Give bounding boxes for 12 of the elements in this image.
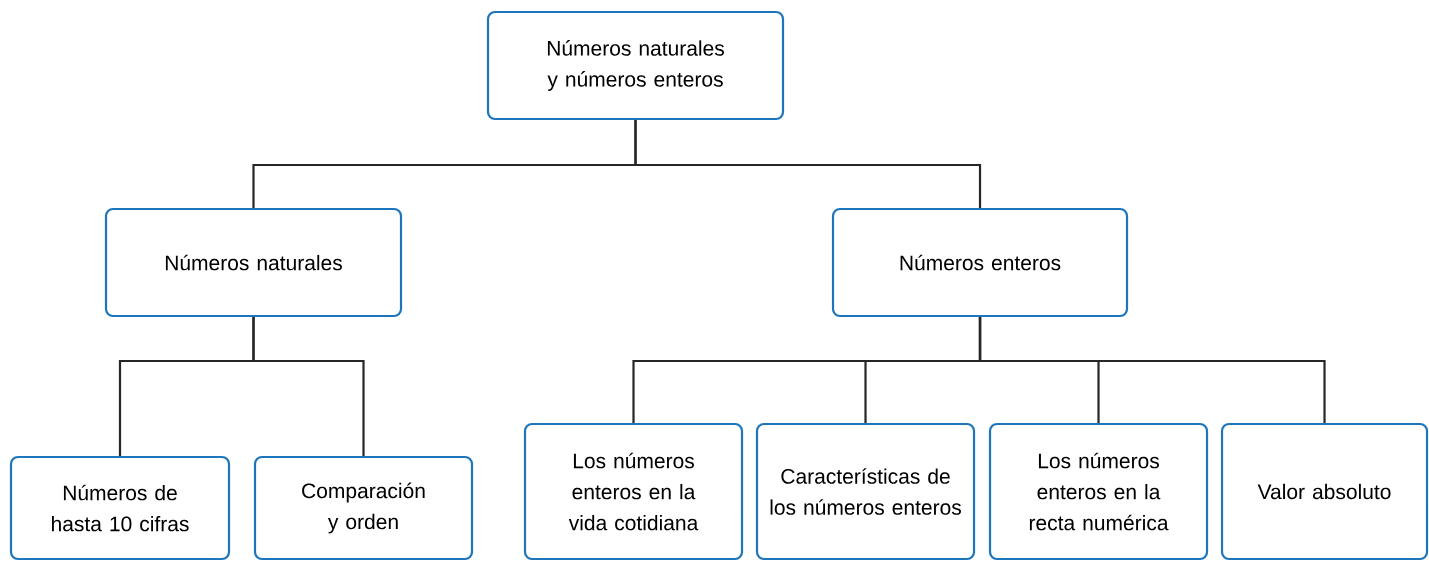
connector-line: [978, 317, 1326, 423]
topic-box: Los números enteros en la vida cotidiana: [523, 422, 744, 561]
topic-box: Números de hasta 10 cifras: [9, 455, 231, 561]
connector-line: [634, 120, 982, 208]
topic-box: Números naturales y números enteros: [486, 10, 785, 121]
topic-box: Características de los números enteros: [755, 422, 976, 561]
connector-line: [252, 317, 365, 456]
topic-box: Números enteros: [831, 207, 1129, 318]
topic-box: Valor absoluto: [1220, 422, 1429, 561]
topic-box: Comparación y orden: [253, 455, 474, 561]
topic-box: Números naturales: [104, 207, 403, 318]
topic-box: Los números enteros en la recta numérica: [988, 422, 1209, 561]
